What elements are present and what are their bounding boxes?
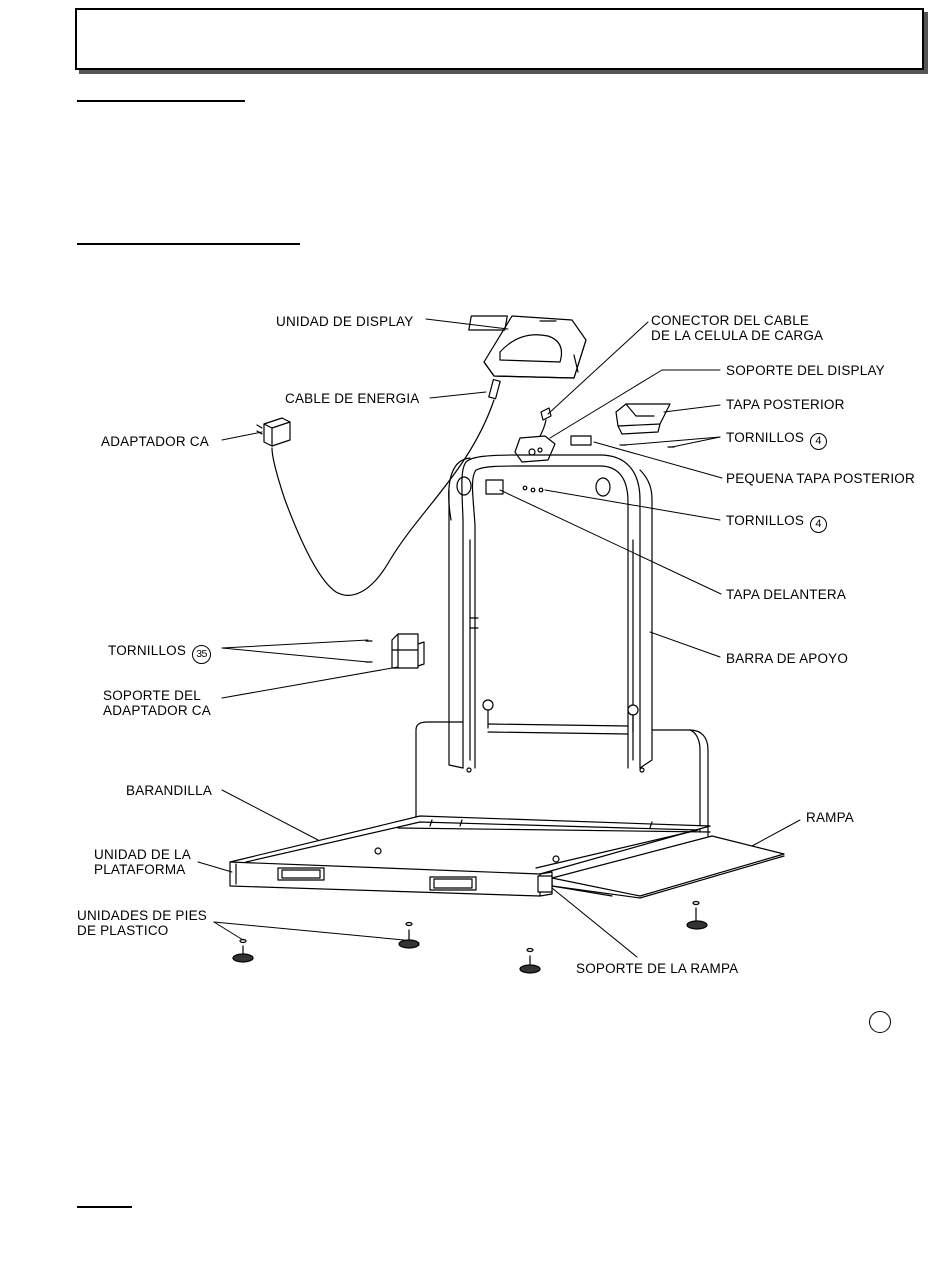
display-bracket-drawing — [514, 407, 556, 463]
label-conector: CONECTOR DEL CABLE DE LA CELULA DE CARGA — [651, 313, 823, 343]
label-rampa: RAMPA — [806, 810, 855, 825]
label-soporte-display: SOPORTE DEL DISPLAY — [726, 363, 885, 378]
ramp-drawing — [537, 835, 785, 899]
label-tornillos-left: TORNILLOS 35 — [108, 643, 212, 664]
section-title-box — [75, 8, 924, 70]
power-cable-drawing — [271, 378, 501, 596]
label-pequena-tapa: PEQUENA TAPA POSTERIOR — [726, 471, 915, 486]
label-conector-line1: CONECTOR DEL CABLE — [651, 313, 810, 328]
label-unidad-plataforma: UNIDAD DE LA PLATAFORMA — [94, 847, 191, 877]
label-tapa-delantera: TAPA DELANTERA — [726, 587, 847, 602]
label-soporte-adaptador-line1: SOPORTE DEL — [103, 688, 201, 703]
callout-number: 4 — [810, 516, 828, 533]
heading-underline-3 — [77, 1206, 132, 1208]
label-tornillos-top-text: TORNILLOS — [726, 430, 805, 445]
label-pies-plastico-line2: DE PLASTICO — [77, 923, 169, 938]
heading-underline-2 — [77, 243, 300, 245]
label-adaptador-ca: ADAPTADOR CA — [101, 434, 209, 449]
platform-unit-drawing — [229, 815, 711, 897]
label-barandilla: BARANDILLA — [126, 783, 213, 798]
label-tornillos-top: TORNILLOS 4 — [726, 430, 828, 450]
display-unit-drawing — [468, 315, 587, 379]
label-conector-line2: DE LA CELULA DE CARGA — [651, 328, 824, 343]
rear-cover-drawing — [615, 403, 671, 435]
callout-number: 4 — [810, 433, 828, 450]
leader-lines — [197, 318, 801, 958]
callout-number: 35 — [192, 645, 212, 664]
label-pies-plastico: UNIDADES DE PIES DE PLASTICO — [77, 908, 207, 938]
support-bar-drawing — [448, 454, 653, 773]
label-cable-energia: CABLE DE ENERGIA — [285, 391, 420, 406]
label-pies-plastico-line1: UNIDADES DE PIES — [77, 908, 207, 923]
label-soporte-rampa: SOPORTE DE LA RAMPA — [576, 961, 739, 976]
platform-back-panel-drawing — [415, 721, 709, 837]
label-unidad-display: UNIDAD DE DISPLAY — [276, 314, 414, 329]
label-barra-apoyo: BARRA DE APOYO — [726, 651, 849, 666]
small-rear-cover-drawing — [570, 435, 592, 446]
label-unidad-plataforma-line2: PLATAFORMA — [94, 862, 186, 877]
label-soporte-adaptador-line2: ADAPTADOR CA — [103, 703, 211, 718]
label-soporte-adaptador: SOPORTE DEL ADAPTADOR CA — [103, 688, 211, 718]
label-tornillos-left-text: TORNILLOS — [108, 643, 187, 658]
heading-underline-1 — [77, 100, 245, 102]
label-tornillos-mid-text: TORNILLOS — [726, 513, 805, 528]
label-tornillos-mid: TORNILLOS 4 — [726, 513, 828, 533]
page-marker-circle — [869, 1011, 891, 1033]
plastic-feet-drawing — [232, 900, 708, 974]
top-screws-drawing — [619, 444, 675, 448]
label-unidad-plataforma-line1: UNIDAD DE LA — [94, 847, 191, 862]
adapter-holder-drawing — [365, 633, 425, 669]
ac-adapter-drawing — [256, 417, 291, 447]
label-tapa-posterior: TAPA POSTERIOR — [726, 397, 845, 412]
